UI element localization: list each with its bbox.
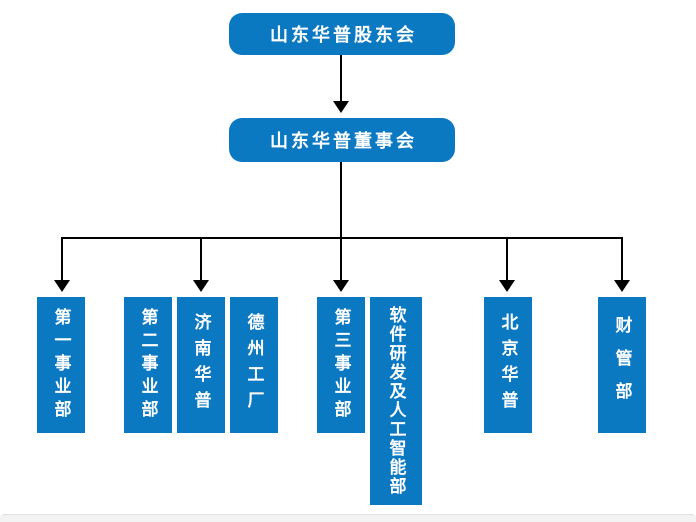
node-board-of-directors: 山东华普董事会	[229, 118, 455, 162]
connector-drop-line-5	[621, 237, 623, 281]
arrow-down-icon	[193, 280, 209, 292]
dept-beijing-huapu: 北京华普	[484, 297, 532, 433]
arrow-down-icon	[54, 280, 70, 292]
connector-horizontal-rail	[61, 237, 623, 239]
connector-root-to-board-line	[340, 55, 342, 101]
dept-first-division: 第一事业部	[37, 297, 85, 433]
bottom-panel-edge	[0, 514, 696, 522]
connector-drop-line-3	[340, 237, 342, 281]
dept-finance-management: 财管部	[598, 297, 646, 433]
arrow-down-icon	[614, 280, 630, 292]
connector-board-trunk-line	[340, 162, 342, 239]
dept-second-division: 第二事业部	[124, 297, 172, 433]
connector-drop-line-1	[61, 237, 63, 281]
dept-software-rd-ai: 软件研发及人工智能部	[370, 297, 422, 505]
dept-jinan-huapu: 济南华普	[177, 297, 225, 433]
arrow-down-icon	[499, 280, 515, 292]
connector-drop-line-4	[506, 237, 508, 281]
node-shareholders-meeting: 山东华普股东会	[229, 13, 455, 55]
connector-drop-line-2	[200, 237, 202, 281]
dept-third-division: 第三事业部	[317, 297, 365, 433]
arrow-down-icon	[333, 280, 349, 292]
arrow-down-icon	[333, 101, 349, 113]
dept-dezhou-factory: 德州工厂	[230, 297, 278, 433]
